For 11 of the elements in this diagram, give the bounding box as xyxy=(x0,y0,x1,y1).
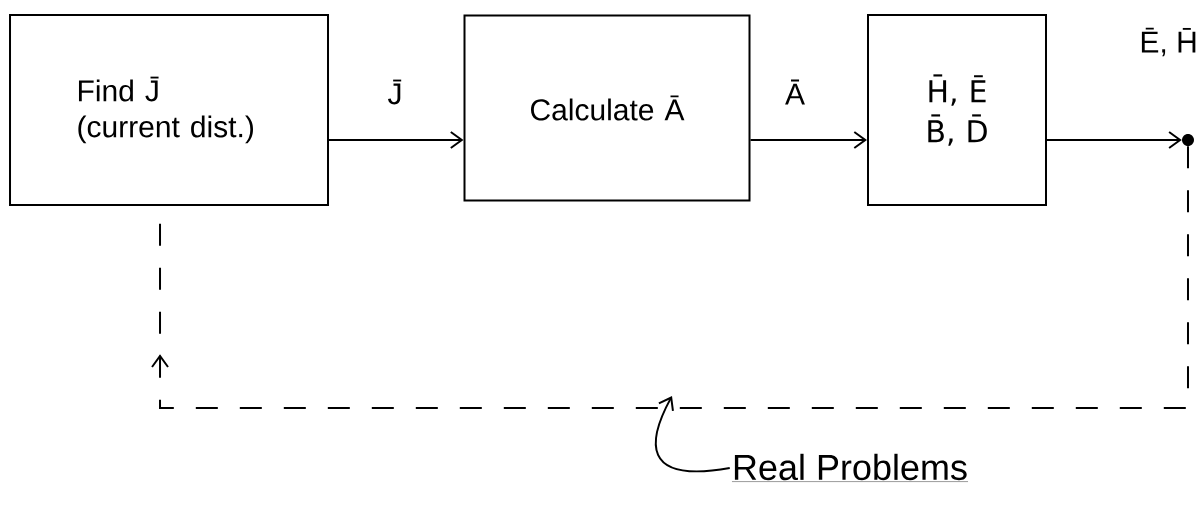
edge-label: Ē, H̄ xyxy=(1141,27,1196,57)
leader-arrow xyxy=(655,396,731,473)
note-text: Real Problems xyxy=(731,453,969,482)
arrow xyxy=(328,131,464,149)
arrow xyxy=(749,131,867,149)
process-box: Find J̄ (current dist.) xyxy=(9,14,329,206)
edge-label: J̄ xyxy=(388,79,402,105)
edge-label: Ā xyxy=(785,79,805,105)
process-box: H̄, Ē B̄, D̄ xyxy=(867,14,1047,206)
process-box: Calculate Ā xyxy=(463,14,751,202)
arrow xyxy=(1046,131,1182,149)
